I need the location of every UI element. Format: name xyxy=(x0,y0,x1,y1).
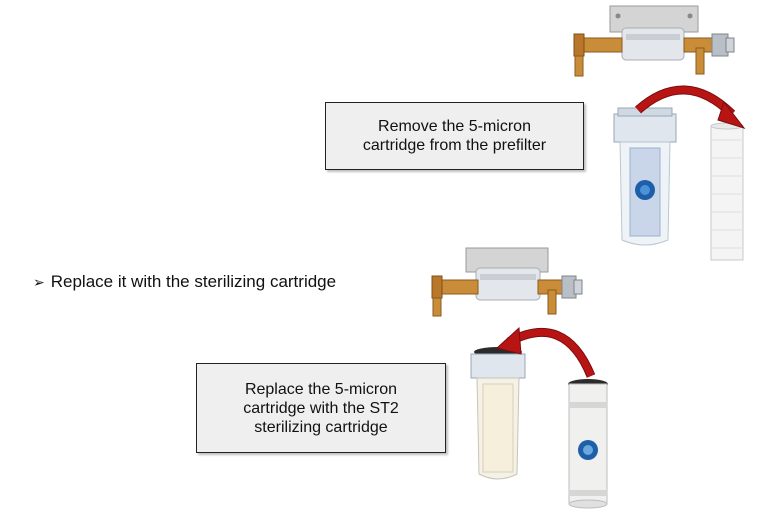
callout-line: sterilizing cartridge xyxy=(254,418,388,436)
prefilter-housing-empty xyxy=(470,347,526,480)
st2-sterilizing-cartridge xyxy=(568,379,608,509)
prefilter-housing-with-cartridge xyxy=(613,107,677,246)
bullet-text: Replace it with the sterilizing cartridg… xyxy=(50,272,337,291)
removed-5-micron-cartridge xyxy=(710,122,744,261)
red-arrow-replace-icon xyxy=(495,326,596,378)
prefilter-head-illustration-2 xyxy=(431,247,583,317)
bullet-arrow-icon: ➢ xyxy=(33,274,45,290)
callout-line: Remove the 5-micron xyxy=(378,118,531,135)
instruction-bullet: ➢ Replace it with the sterilizing cartrid… xyxy=(33,272,336,292)
callout-line: cartridge with the ST2 xyxy=(243,399,399,417)
callout-line: cartridge from the prefilter xyxy=(362,137,547,154)
callout-line: Replace the 5-micron xyxy=(244,380,398,398)
callout-remove-cartridge: Remove the 5-micron cartridge from the p… xyxy=(325,102,584,170)
red-arrow-remove-icon xyxy=(635,85,746,129)
prefilter-head-illustration xyxy=(573,5,735,77)
callout-replace-cartridge: Replace the 5-micron cartridge with the … xyxy=(196,363,446,453)
